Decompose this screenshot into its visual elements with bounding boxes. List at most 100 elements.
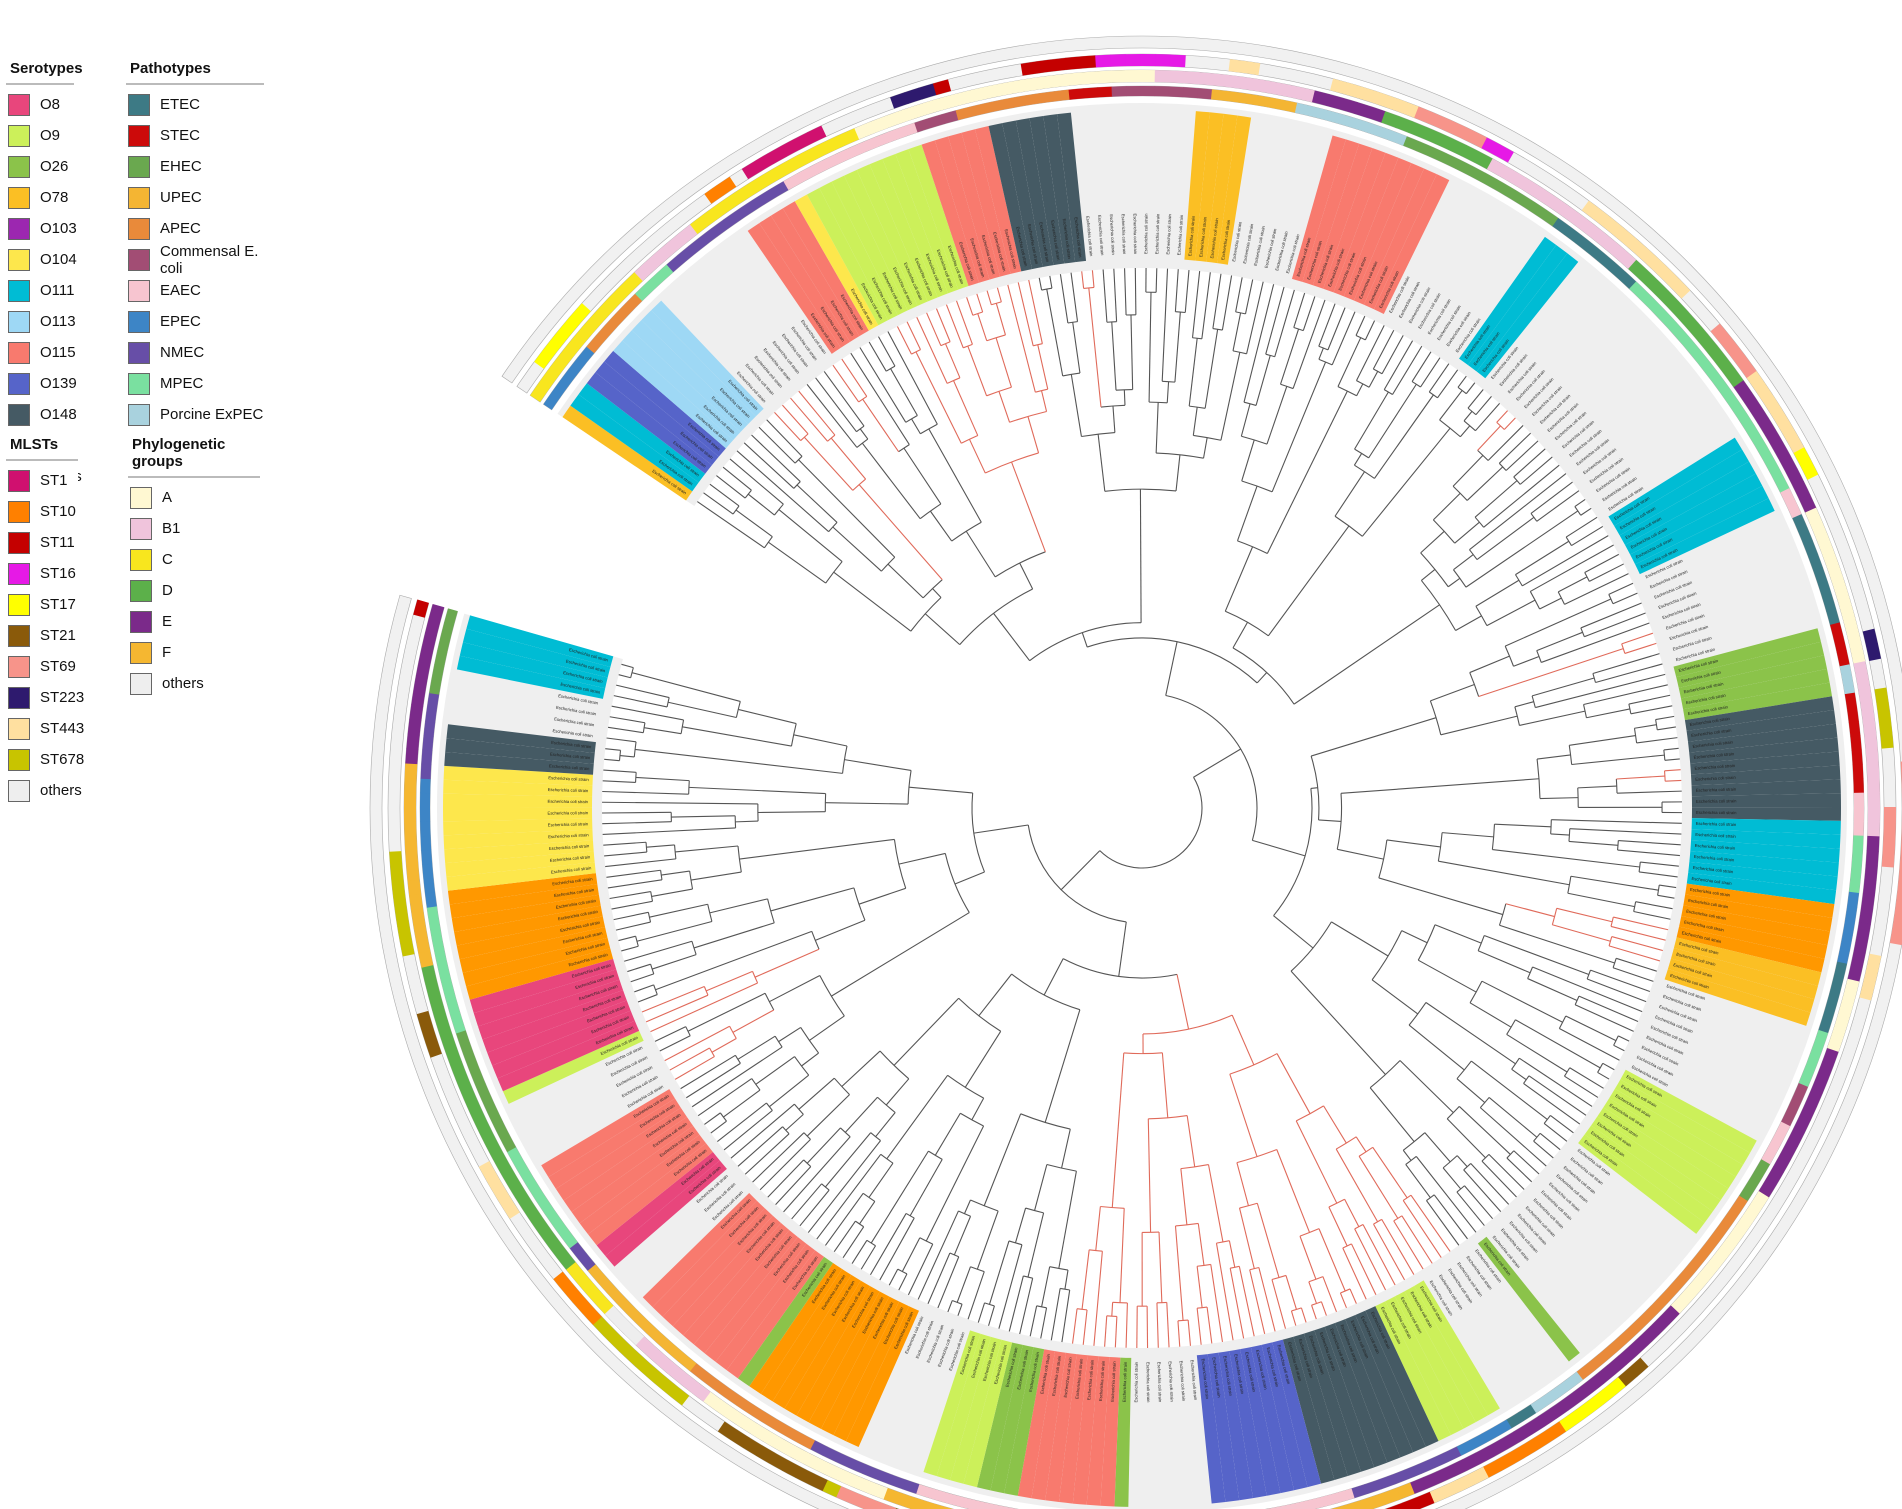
- ring-segment: [420, 763, 432, 780]
- branch-arc: [951, 521, 982, 542]
- serotype-highlight: [961, 129, 1011, 277]
- serotype-highlight: [820, 1296, 900, 1436]
- ring-segment: [1054, 89, 1071, 102]
- ring-segment: [1847, 891, 1859, 908]
- branch-line: [1475, 579, 1520, 607]
- branch-line: [1174, 312, 1181, 383]
- branch-arc: [1613, 1035, 1619, 1046]
- serotype-highlight: [651, 300, 764, 417]
- leaf-label: Escherichia coli strain: [1039, 1353, 1051, 1394]
- leaf-label: Escherichia coli strain: [1063, 1356, 1073, 1397]
- ring-segment: [399, 939, 415, 957]
- ring-segment: [1349, 117, 1367, 132]
- branch-arc: [1112, 1301, 1128, 1304]
- branch-line: [1533, 1140, 1554, 1159]
- ring-segment: [855, 1477, 875, 1494]
- branch-line: [766, 419, 803, 457]
- serotype-highlight: [605, 1160, 727, 1267]
- serotype-highlight: [1676, 926, 1825, 973]
- branch-arc: [1457, 386, 1467, 395]
- ring-segment: [1738, 413, 1755, 432]
- serotype-highlight: [1017, 1349, 1056, 1499]
- ring-segment: [431, 933, 444, 951]
- branch-line: [602, 780, 636, 783]
- ring-segment: [716, 176, 737, 196]
- ring-segment: [1351, 1484, 1369, 1499]
- ring-segment: [1803, 1056, 1819, 1075]
- branch-arc: [994, 551, 1046, 578]
- ring-segment: [499, 1166, 519, 1186]
- ring-segment: [404, 821, 417, 837]
- branch-arc: [1498, 462, 1507, 471]
- branch-line: [1608, 582, 1634, 595]
- branch-line: [1506, 1157, 1533, 1183]
- branch-line: [1487, 425, 1524, 461]
- leaf-label: Escherichia coli strain: [1121, 214, 1127, 255]
- ring-segment: [1876, 702, 1891, 720]
- branch-line: [841, 358, 868, 397]
- serotype-highlight: [492, 1010, 635, 1079]
- ring-segment: [460, 1043, 476, 1061]
- branch-arc: [1550, 819, 1552, 834]
- ring-segment: [689, 1362, 708, 1381]
- branch-line: [1571, 525, 1604, 547]
- branch-line: [1191, 271, 1201, 338]
- ring-segment: [1858, 690, 1873, 707]
- serotype-highlight: [444, 751, 594, 775]
- legend-list: O8O9O26O78O103O104O111O113O115O139O148O1…: [6, 85, 82, 492]
- branch-line: [723, 1089, 761, 1118]
- branch-line: [1040, 1307, 1048, 1339]
- branch-line: [1134, 268, 1137, 315]
- branch-line: [1111, 1302, 1114, 1317]
- branch-line: [1455, 615, 1482, 632]
- branch-line: [1539, 1132, 1561, 1151]
- branch-line: [680, 1054, 736, 1090]
- ring-segment: [395, 909, 410, 927]
- legend-swatch: [8, 403, 30, 426]
- ring-segment: [1842, 678, 1855, 695]
- ring-segment: [1461, 145, 1481, 163]
- branch-line: [1081, 632, 1088, 648]
- legend-swatch: [130, 548, 152, 571]
- serotype-highlight: [988, 123, 1032, 272]
- serotype-highlight: [934, 136, 990, 283]
- serotype-highlight: [1686, 709, 1836, 742]
- legend-swatch: [8, 531, 30, 554]
- legend-item: ST10: [6, 496, 78, 527]
- branch-line: [1210, 1264, 1224, 1343]
- branch-line: [1342, 1247, 1367, 1300]
- branch-line: [1353, 453, 1363, 466]
- branch-line: [1093, 1251, 1103, 1346]
- branch-arc: [959, 588, 1033, 645]
- ring-segment: [1817, 581, 1832, 599]
- branch-line: [1536, 490, 1580, 522]
- serotype-highlight: [541, 1089, 675, 1178]
- legend-label: O78: [40, 189, 69, 206]
- leaf-label: Escherichia coli strain: [1051, 1355, 1062, 1396]
- ring-segment: [1649, 279, 1669, 300]
- branch-line: [1318, 819, 1342, 823]
- legend-label: EHEC: [160, 158, 202, 175]
- legend-label: APEC: [160, 220, 201, 237]
- ring-segment: [1850, 646, 1866, 665]
- branch-arc: [1469, 549, 1478, 560]
- branch-line: [1308, 1281, 1318, 1304]
- branch-line: [618, 674, 631, 679]
- branch-line: [723, 1109, 773, 1151]
- branch-arc: [1426, 1194, 1435, 1201]
- ring-segment: [1786, 467, 1804, 487]
- ring-segment: [1864, 864, 1878, 881]
- serotype-highlight: [1217, 115, 1252, 265]
- branch-line: [1399, 1060, 1454, 1114]
- branch-arc: [856, 438, 869, 448]
- branch-line: [1323, 1105, 1347, 1144]
- ring-segment: [956, 1496, 974, 1509]
- legend-item: STEC: [126, 120, 264, 151]
- branch-arc: [1592, 673, 1597, 683]
- ring-segment: [1867, 792, 1880, 808]
- branch-line: [635, 748, 843, 774]
- ring-segment: [635, 283, 653, 302]
- serotype-highlight: [596, 1152, 720, 1256]
